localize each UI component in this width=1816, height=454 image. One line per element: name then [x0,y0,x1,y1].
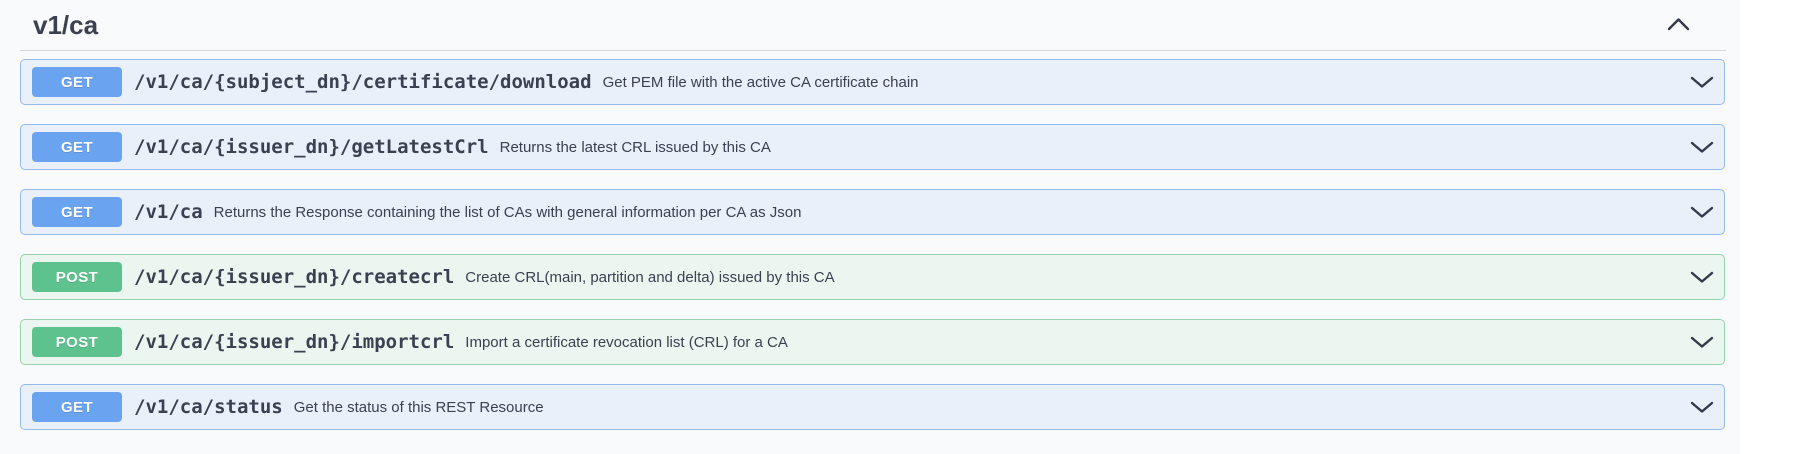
endpoint-description: Returns the Response containing the list… [213,203,802,221]
chevron-down-icon[interactable] [1688,332,1716,353]
endpoint-description: Create CRL(main, partition and delta) is… [465,268,835,286]
chevron-down-icon[interactable] [1688,202,1716,223]
endpoint-row[interactable]: GET /v1/ca/{subject_dn}/certificate/down… [20,59,1725,105]
chevron-down-icon[interactable] [1688,397,1716,418]
method-badge: GET [32,392,122,422]
endpoint-path: /v1/ca/{issuer_dn}/importcrl [134,331,455,353]
endpoint-description: Returns the latest CRL issued by this CA [499,138,771,156]
method-badge: GET [32,197,122,227]
method-badge: GET [32,132,122,162]
endpoint-list: GET /v1/ca/{subject_dn}/certificate/down… [20,59,1725,430]
chevron-down-icon[interactable] [1688,267,1716,288]
method-badge: POST [32,327,122,357]
chevron-up-icon [1666,17,1691,34]
endpoint-description: Get the status of this REST Resource [293,398,544,416]
endpoint-path: /v1/ca/{subject_dn}/certificate/download [134,71,592,93]
endpoint-description: Import a certificate revocation list (CR… [465,333,788,351]
method-badge: GET [32,67,122,97]
endpoint-row[interactable]: POST /v1/ca/{issuer_dn}/createcrl Create… [20,254,1725,300]
endpoint-row[interactable]: POST /v1/ca/{issuer_dn}/importcrl Import… [20,319,1725,365]
method-badge: POST [32,262,122,292]
chevron-down-icon[interactable] [1688,137,1716,158]
endpoint-row[interactable]: GET /v1/ca/{issuer_dn}/getLatestCrl Retu… [20,124,1725,170]
endpoint-path: /v1/ca [134,201,203,223]
endpoint-row[interactable]: GET /v1/ca/status Get the status of this… [20,384,1725,430]
endpoint-description: Get PEM file with the active CA certific… [602,73,919,91]
section-header[interactable]: v1/ca [20,0,1726,51]
endpoint-path: /v1/ca/{issuer_dn}/createcrl [134,266,455,288]
section-title: v1/ca [33,9,99,40]
endpoint-path: /v1/ca/status [134,396,283,418]
api-section: v1/ca GET /v1/ca/{subject_dn}/certificat… [20,0,1726,430]
endpoint-row[interactable]: GET /v1/ca Returns the Response containi… [20,189,1725,235]
chevron-down-icon[interactable] [1688,72,1716,93]
collapse-section-button[interactable] [1662,13,1695,38]
endpoint-path: /v1/ca/{issuer_dn}/getLatestCrl [134,136,489,158]
